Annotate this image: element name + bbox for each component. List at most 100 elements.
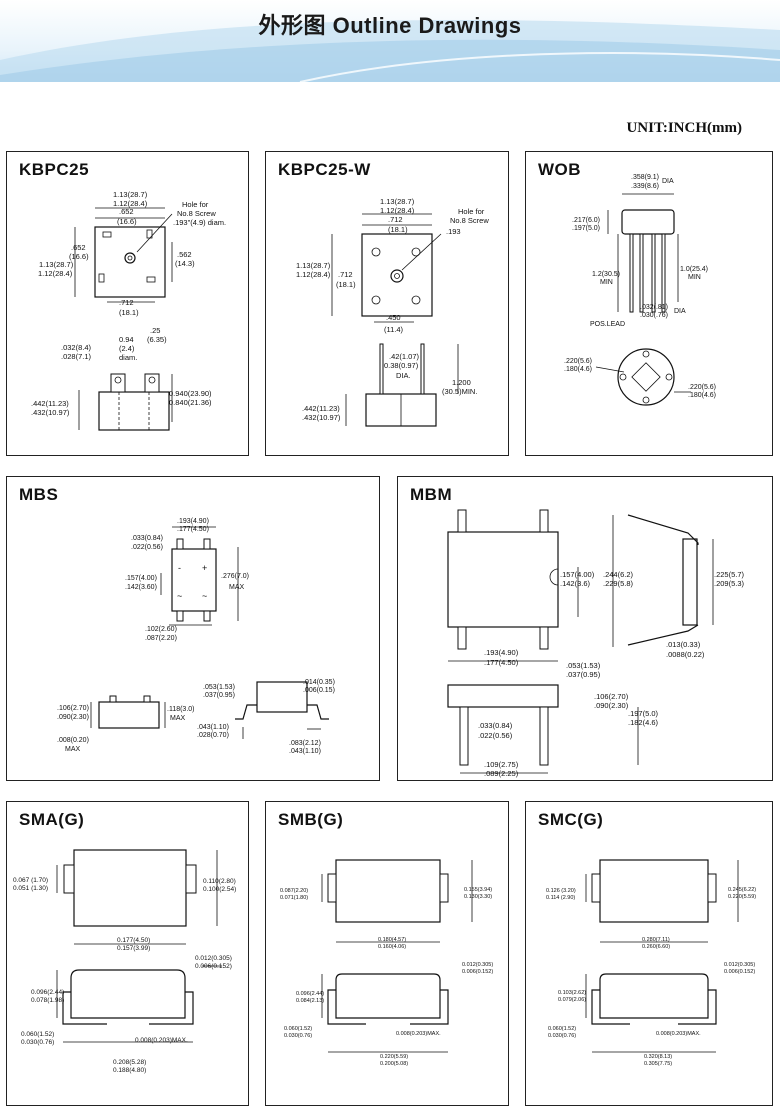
panel-kbpc25-w: KBPC25-W 1.13(28.7) 1.12(28.4): [265, 151, 509, 456]
page-title: 外形图 Outline Drawings: [258, 13, 522, 38]
dim-text: 0.157(3.99): [117, 945, 150, 952]
dim-text: .028(0.70): [197, 732, 229, 739]
dim-text: .043(1.10): [197, 724, 229, 731]
dim-text: 1.12(28.4): [113, 199, 148, 208]
dim-text: .220(5.6): [688, 384, 716, 391]
dim-text: 0.220(5.59): [728, 894, 756, 900]
dim-text: Hole for: [458, 207, 485, 216]
dim-text: 0.012(0.305): [462, 962, 493, 968]
dim-text: .25: [150, 326, 160, 335]
dim-text: 0.067 (1.70): [13, 877, 48, 884]
svg-text:+: +: [202, 563, 207, 573]
dim-text: .157(4.00): [560, 570, 595, 579]
dim-text: 0.071(1.80): [280, 895, 308, 901]
kbpc25-side-view: [78, 373, 173, 431]
dim-text: 0.160(4.06): [378, 944, 406, 950]
dim-text: 0.245(6.22): [728, 887, 756, 893]
mbm-drawing: .157(4.00) .142(3.6) .244(6.2) .229(5.8)…: [447, 509, 745, 778]
dim-text: MAX: [229, 584, 245, 591]
dim-text: 1.13(28.7): [39, 260, 74, 269]
dim-text: .008(0.20): [57, 737, 89, 744]
dim-text: MAX: [170, 715, 186, 722]
dim-text: Hole for: [182, 200, 209, 209]
dim-text: 0.030(0.76): [548, 1033, 576, 1039]
dim-text: .177(4.50): [177, 526, 209, 533]
dim-text: .432(10.97): [31, 408, 70, 417]
dim-text: .106(2.70): [57, 705, 89, 712]
panel-smc-g: SMC(G) 0.126 (3.20) 0.114 (2.90) 0.245(6…: [525, 801, 773, 1106]
panel-mbs: MBS - + ~ ~: [6, 476, 380, 781]
dim-text: .432(10.97): [302, 413, 341, 422]
dim-text: 0.008(0.203)MAX.: [135, 1037, 188, 1044]
dim-text: .109(2.75): [484, 760, 519, 769]
dim-text: .033(0.84): [478, 721, 513, 730]
dim-text: 1.2(30.5): [592, 271, 620, 278]
dim-text: .339(8.6): [631, 183, 659, 190]
dim-text: 0.840(21.36): [169, 398, 212, 407]
dim-text: 0.100(2.54): [203, 886, 236, 893]
dim-text: DIA.: [396, 371, 411, 380]
dim-text: .157(4.00): [125, 575, 157, 582]
dim-text: .358(9.1): [631, 174, 659, 181]
panel-kbpc25: KBPC25 1.13(: [6, 151, 249, 456]
dim-text: MIN: [688, 274, 701, 281]
unit-label: UNIT:INCH(mm): [626, 120, 742, 136]
dim-text: 0.030(0.76): [21, 1039, 54, 1046]
dim-text: 0.060(1.52): [21, 1031, 54, 1038]
kbpc25-top-view: [74, 207, 173, 303]
svg-text:~: ~: [177, 591, 182, 601]
dim-text: 0.110(2.80): [203, 878, 236, 885]
dim-text: 0.096(2.44): [31, 989, 64, 996]
kbpc25-w-drawing: 1.13(28.7) 1.12(28.4) .712 (18.1) Hole f…: [296, 197, 489, 427]
mbs-drawing: - + ~ ~ .193(4.90) .177(4.50) .033(0: [57, 518, 335, 755]
dim-text: .013(0.33): [666, 640, 701, 649]
dim-text: (2.4): [119, 344, 135, 353]
wob-side-view: [607, 193, 679, 313]
dim-text: 0.260(6.60): [642, 944, 670, 950]
dim-text: .106(2.70): [594, 692, 629, 701]
dim-text: 0.177(4.50): [117, 937, 150, 944]
panel-title: KBPC25-W: [278, 160, 371, 179]
svg-text:-: -: [178, 563, 181, 573]
dim-text: .022(0.56): [478, 731, 513, 740]
dim-text: .053(1.53): [566, 661, 601, 670]
mbm-side-view: [627, 514, 714, 646]
dim-text: .022(0.56): [131, 544, 163, 551]
dim-text: .450: [386, 313, 401, 322]
dim-text: .032(8.4): [61, 343, 92, 352]
dim-text: 0.200(5.08): [380, 1061, 408, 1067]
dim-text: .712: [338, 270, 353, 279]
dim-text: 0.060(1.52): [548, 1026, 576, 1032]
dim-text: 0.060(1.52): [284, 1026, 312, 1032]
page-header: 外形图 Outline Drawings: [0, 0, 780, 82]
mbs-top-view: - + ~ ~: [160, 526, 239, 626]
dim-text: 1.12(28.4): [296, 270, 331, 279]
dim-text: .142(3.6): [560, 579, 591, 588]
dim-text: .006(0.15): [303, 687, 335, 694]
wob-bottom-view: [595, 348, 691, 406]
panel-mbm: MBM .157(4.00) .142(3.6): [397, 476, 773, 781]
dim-text: DIA: [674, 308, 686, 315]
dim-text: POS.LEAD: [590, 321, 625, 328]
dim-text: 0.126 (3.20): [546, 888, 576, 894]
panel-title: SMB(G): [278, 810, 344, 829]
dim-text: .180(4.6): [564, 366, 592, 373]
dim-text: .053(1.53): [203, 684, 235, 691]
dim-text: 0.188(4.80): [113, 1067, 146, 1074]
dim-text: .033(0.84): [131, 535, 163, 542]
dim-text: 0.087(2.20): [280, 888, 308, 894]
sma-g-drawing: 0.067 (1.70) 0.051 (1.30) 0.110(2.80) 0.…: [13, 849, 236, 1074]
dim-text: .083(2.12): [289, 740, 321, 747]
dim-text: (18.1): [336, 280, 356, 289]
panel-sma-g: SMA(G) 0.067 (1.70) 0.051 (1.30) 0.110(2…: [6, 801, 249, 1106]
dim-text: 0.320(8.13): [644, 1054, 672, 1060]
dim-text: 0.38(0.97): [384, 361, 419, 370]
sma-g-side-view: [56, 965, 222, 1043]
dim-text: .562: [177, 250, 192, 259]
panel-smb-g: SMB(G) 0.087(2.20) 0.071(1.80) 0.155(3.9…: [265, 801, 509, 1106]
dim-text: .225(5.7): [714, 570, 745, 579]
dim-text: .043(1.10): [289, 748, 321, 755]
dim-text: DIA: [662, 178, 674, 185]
smc-g-top-view: [585, 859, 739, 943]
dim-text: No.8 Screw: [177, 209, 216, 218]
